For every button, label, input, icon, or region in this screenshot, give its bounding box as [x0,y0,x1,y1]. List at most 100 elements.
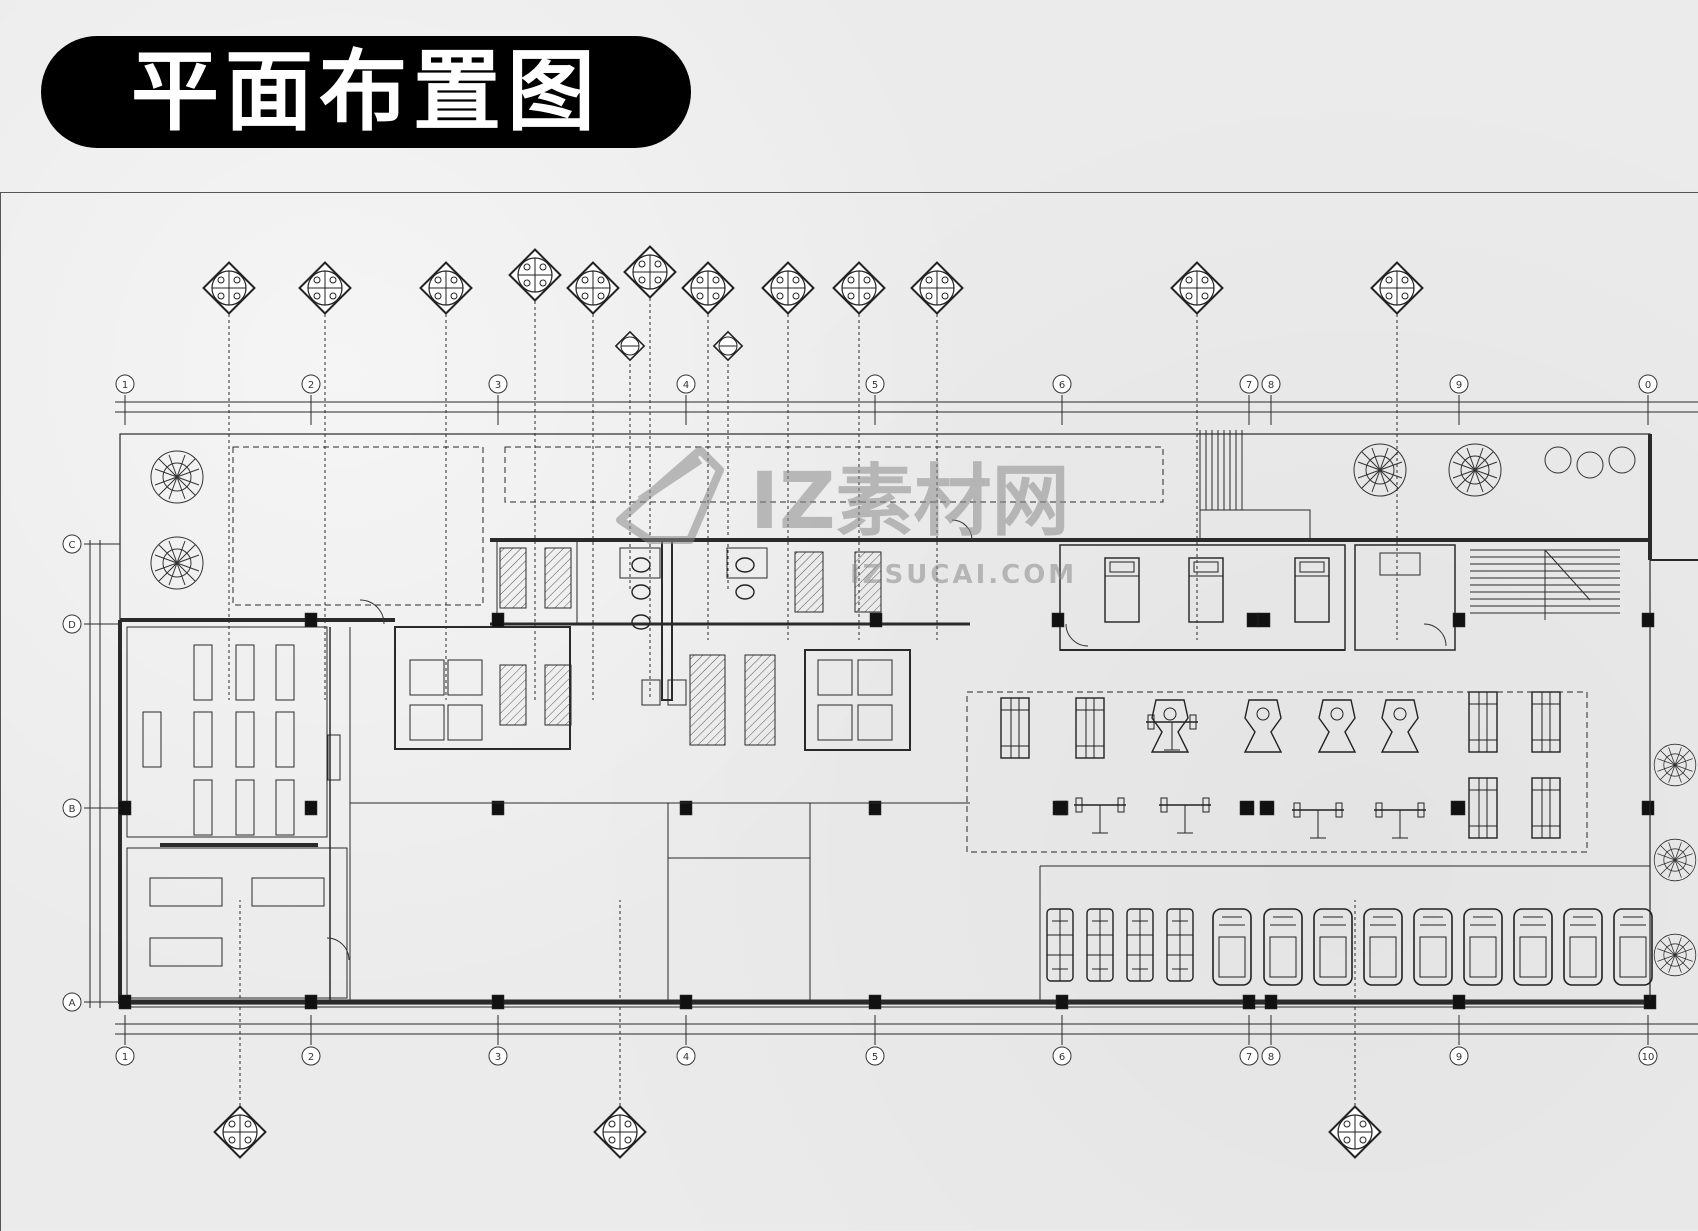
structural-column [1051,612,1065,628]
axis-bubble-top: 3 [488,374,508,394]
studio-mat [235,644,255,701]
toilet-stall [817,659,853,696]
treadmill [1413,908,1453,986]
outdoor-chair [1576,451,1604,479]
barbell-station [1373,802,1427,839]
axis-circle [865,1046,885,1066]
axis-label-top: 8 [1268,380,1274,391]
hatched-partition [499,547,527,609]
hatched-partition [744,654,776,746]
treadmill [1313,908,1353,986]
strength-machine [1318,699,1356,753]
lounge-seating [1653,743,1697,787]
axis-label-bottom: 2 [308,1052,314,1063]
office-desk [1379,552,1421,576]
axis-bubble-top: 8 [1261,374,1281,394]
treadmill [1563,908,1603,986]
office-room [1354,544,1456,651]
toilet-stall [409,704,445,741]
door-swing [359,599,385,625]
structural-column [118,800,132,816]
elevation-marker [1328,1105,1382,1159]
watermark-url: IZSUCAI.COM [850,560,1077,590]
weight-plate-stand [1052,800,1068,816]
axis-label-bottom: 6 [1059,1052,1065,1063]
axis-circle [1449,374,1469,394]
wc-partition [726,547,768,579]
elevation-marker [419,261,473,315]
axis-bubble-bottom: 9 [1449,1046,1469,1066]
axis-circle [62,992,82,1012]
section-marker [713,331,743,361]
hatched-partition [544,547,572,609]
toilet-stall [447,659,483,696]
axis-circle [1449,1046,1469,1066]
studio-b-mat [149,877,223,907]
massage-bed [1294,557,1330,623]
elevation-marker [1170,261,1224,315]
lounge-seating [1653,838,1697,882]
studio-mat [275,644,295,701]
elevation-marker [832,261,886,315]
massage-bed [1104,557,1140,623]
axis-bubble-top: 0 [1638,374,1658,394]
toilet-stall [857,704,893,741]
section-marker [615,331,645,361]
structural-column [1055,994,1069,1010]
axis-circle [865,374,885,394]
tree-symbol [1448,443,1502,497]
structural-column [1264,994,1278,1010]
weight-plate-stand [1450,800,1466,816]
toilet-stall [817,704,853,741]
strength-machine [1000,697,1030,759]
exercise-bike [1166,908,1194,982]
axis-bubble-bottom: 1 [115,1046,135,1066]
axis-circle [62,534,82,554]
hatched-partition [544,664,572,726]
axis-label-left: A [69,998,76,1009]
door-swing [1065,623,1089,647]
exercise-bike [1046,908,1074,982]
room-studio-a [126,626,328,838]
axis-label-top: 9 [1456,380,1462,391]
elevation-marker [761,261,815,315]
door-swing [1423,623,1447,647]
axis-bubble-top: 9 [1449,374,1469,394]
axis-circle [301,1046,321,1066]
axis-bubble-bottom: 6 [1052,1046,1072,1066]
elevation-marker [508,248,562,302]
reception-room [1059,544,1346,651]
axis-bubble-top: 6 [1052,374,1072,394]
axis-circle [1638,1046,1658,1066]
title-banner: 平面布置图 [41,36,691,148]
weight-plate-stand [1259,800,1275,816]
axis-circle [1052,1046,1072,1066]
axis-circle [301,374,321,394]
axis-bubble-top: 7 [1239,374,1259,394]
outdoor-chair [1608,446,1636,474]
hatched-partition [689,654,726,746]
free-weight-zone [966,691,1588,853]
shower-block-a [496,539,578,626]
elevation-marker [213,1105,267,1159]
structural-column [304,612,318,628]
barbell-station [1291,802,1345,839]
hatched-partition [499,664,527,726]
weight-bench [1145,714,1199,751]
door-swing [326,937,350,961]
tree-symbol [150,450,204,504]
axis-bubble-left: C [62,534,82,554]
structural-column [1242,994,1256,1010]
axis-circle [676,1046,696,1066]
axis-label-left: C [69,540,76,551]
structural-column [491,612,505,628]
hatched-partition [794,551,824,613]
weight-plate-stand [1239,800,1255,816]
stair-arrow [1544,549,1591,601]
wc-partition [619,547,661,579]
outdoor-zone-center [504,446,1164,503]
elevation-marker [1370,261,1424,315]
axis-circle [62,614,82,634]
outdoor-zone-west [232,446,484,606]
axis-label-top: 5 [872,380,878,391]
